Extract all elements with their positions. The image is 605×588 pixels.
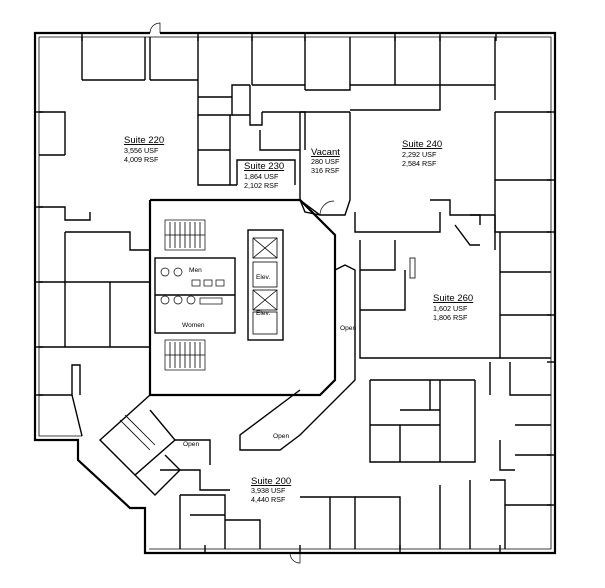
open-area-label-east: Open (340, 325, 356, 332)
svg-text:1,806 RSF: 1,806 RSF (433, 313, 468, 322)
suite-label-220: Suite 220 3,556 USF 4,009 RSF (124, 135, 164, 164)
suite-260-walls (359, 232, 551, 359)
corridors (98, 264, 356, 496)
suite-220-walls (39, 37, 250, 437)
women-restroom-label: Women (182, 322, 205, 329)
svg-text:1,602 USF: 1,602 USF (433, 304, 468, 313)
men-restroom-label: Men (189, 267, 202, 274)
svg-text:2,292 USF: 2,292 USF (402, 150, 437, 159)
svg-text:Suite 230: Suite 230 (244, 161, 284, 172)
open-area-label-south: Open (273, 433, 289, 440)
open-area-label-southwest: Open (183, 441, 199, 448)
svg-text:Vacant: Vacant (311, 147, 340, 158)
suite-230-walls (197, 85, 351, 216)
suite-label-vacant: Vacant 280 USF 316 RSF (311, 147, 340, 175)
svg-text:280 USF: 280 USF (311, 157, 340, 166)
svg-text:Suite 200: Suite 200 (251, 476, 291, 487)
suite-label-200: Suite 200 3,938 USF 4,440 RSF (251, 476, 291, 504)
building-core (148, 198, 337, 397)
svg-text:3,556 USF: 3,556 USF (124, 146, 159, 155)
svg-text:1,864 USF: 1,864 USF (244, 172, 279, 181)
elevator-label-2: Elev. (256, 310, 270, 317)
svg-text:2,102 RSF: 2,102 RSF (244, 181, 279, 190)
svg-text:Suite 220: Suite 220 (124, 135, 164, 146)
suite-label-240: Suite 240 2,292 USF 2,584 RSF (402, 139, 442, 168)
suite-240-walls (251, 37, 551, 250)
svg-text:3,938 USF: 3,938 USF (251, 486, 286, 495)
svg-text:Suite 240: Suite 240 (402, 139, 442, 150)
suite-label-260: Suite 260 1,602 USF 1,806 RSF (433, 293, 473, 322)
svg-text:4,440 RSF: 4,440 RSF (251, 495, 286, 504)
svg-text:4,009 RSF: 4,009 RSF (124, 155, 159, 164)
svg-text:Suite 260: Suite 260 (433, 293, 473, 304)
svg-text:2,584 RSF: 2,584 RSF (402, 159, 437, 168)
svg-text:316 RSF: 316 RSF (311, 166, 340, 175)
elevator-label-1: Elev. (256, 274, 270, 281)
suite-200-walls (160, 362, 551, 549)
suite-label-230: Suite 230 1,864 USF 2,102 RSF (244, 161, 284, 190)
exterior-walls (33, 22, 557, 564)
